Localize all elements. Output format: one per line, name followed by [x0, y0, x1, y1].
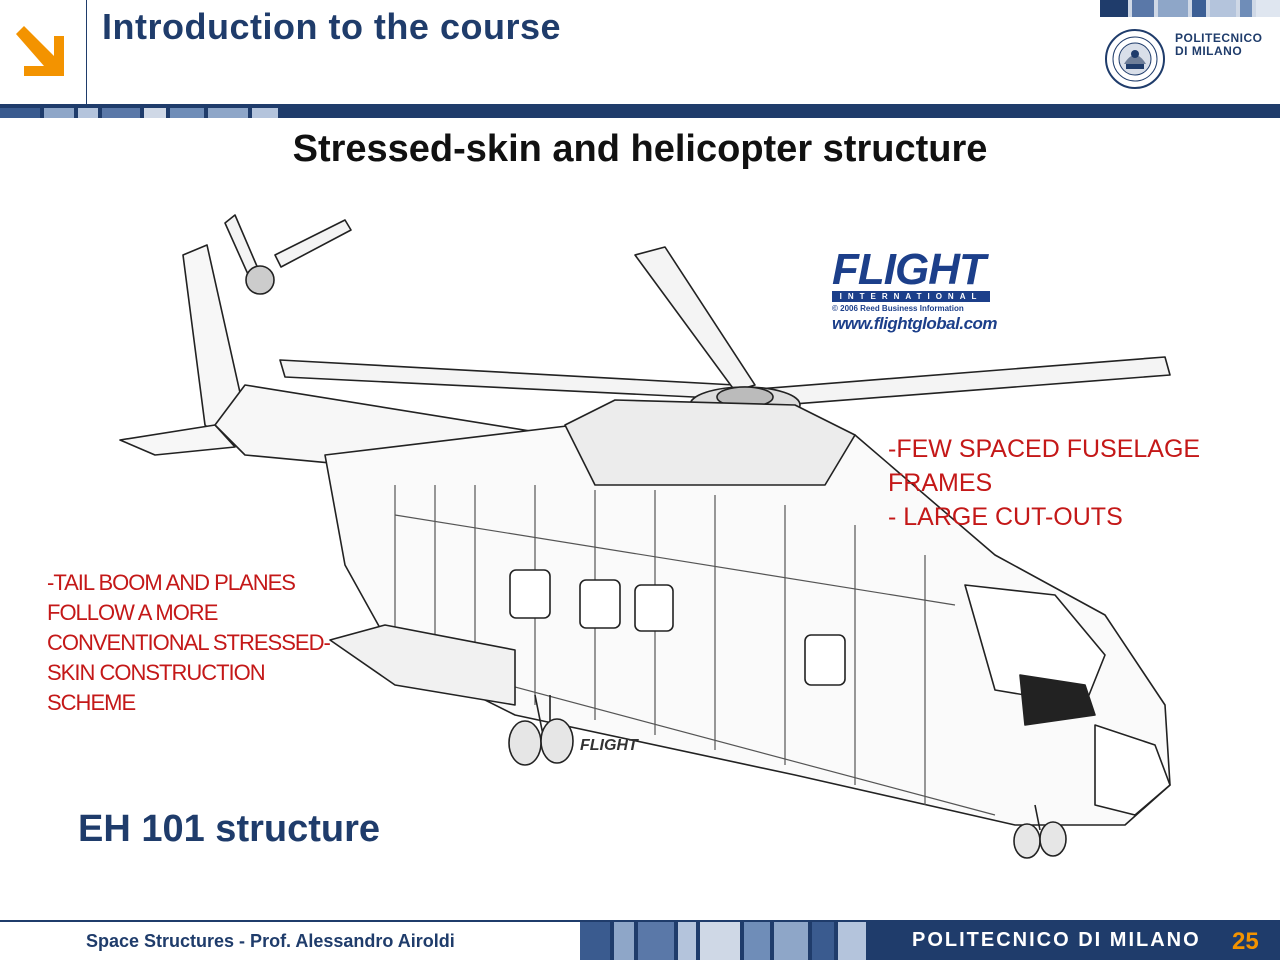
- header-color-bar: [1100, 0, 1280, 17]
- slide-title: Stressed-skin and helicopter structure: [292, 128, 988, 170]
- logo-text-line1: POLITECNICO: [1175, 31, 1263, 45]
- annotation-line: FRAMES: [888, 469, 993, 497]
- annotation-fuselage-frames: -FEW SPACED FUSELAGE FRAMES - LARGE CUT-…: [888, 432, 1200, 534]
- politecnico-logo-text: POLITECNICO DI MILANO: [1175, 32, 1263, 58]
- annotation-line: FOLLOW A MORE: [47, 600, 218, 625]
- annotation-line: -FEW SPACED FUSELAGE: [888, 435, 1201, 463]
- logo-text-line2: DI MILANO: [1175, 44, 1243, 58]
- footer-color-bar: [580, 920, 1280, 960]
- header-band: [0, 104, 1280, 118]
- arrow-icon: [16, 26, 64, 76]
- helicopter-cutaway-illustration: FLIGHT: [119, 214, 1171, 859]
- annotation-line: SKIN CONSTRUCTION: [47, 660, 266, 685]
- annotation-line: SCHEME: [47, 690, 136, 715]
- flight-logo-url: www.flightglobal.com: [832, 314, 998, 333]
- flight-logo-sub: INTERNATIONAL: [832, 291, 990, 302]
- header-title: Introduction to the course: [102, 6, 561, 47]
- flight-international-logo: FLIGHT INTERNATIONAL © 2006 Reed Busines…: [832, 245, 1002, 334]
- flight-logo-copyright: © 2006 Reed Business Information: [832, 304, 964, 313]
- page-number: 25: [1232, 928, 1259, 955]
- politecnico-seal-icon: [1105, 29, 1165, 89]
- annotation-tail-boom: -TAIL BOOM AND PLANES FOLLOW A MORE CONV…: [47, 568, 331, 718]
- annotation-line: CONVENTIONAL STRESSED-: [47, 630, 331, 655]
- annotation-line: - LARGE CUT-OUTS: [888, 503, 1123, 531]
- header-divider: [86, 0, 87, 105]
- svg-text:FLIGHT: FLIGHT: [580, 737, 639, 754]
- annotation-line: -TAIL BOOM AND PLANES: [47, 570, 296, 595]
- flight-logo-word: FLIGHT: [832, 245, 986, 294]
- footer-org: POLITECNICO DI MILANO: [912, 929, 1201, 951]
- footer-author: Space Structures - Prof. Alessandro Airo…: [86, 931, 455, 951]
- figure-caption: EH 101 structure: [78, 808, 381, 850]
